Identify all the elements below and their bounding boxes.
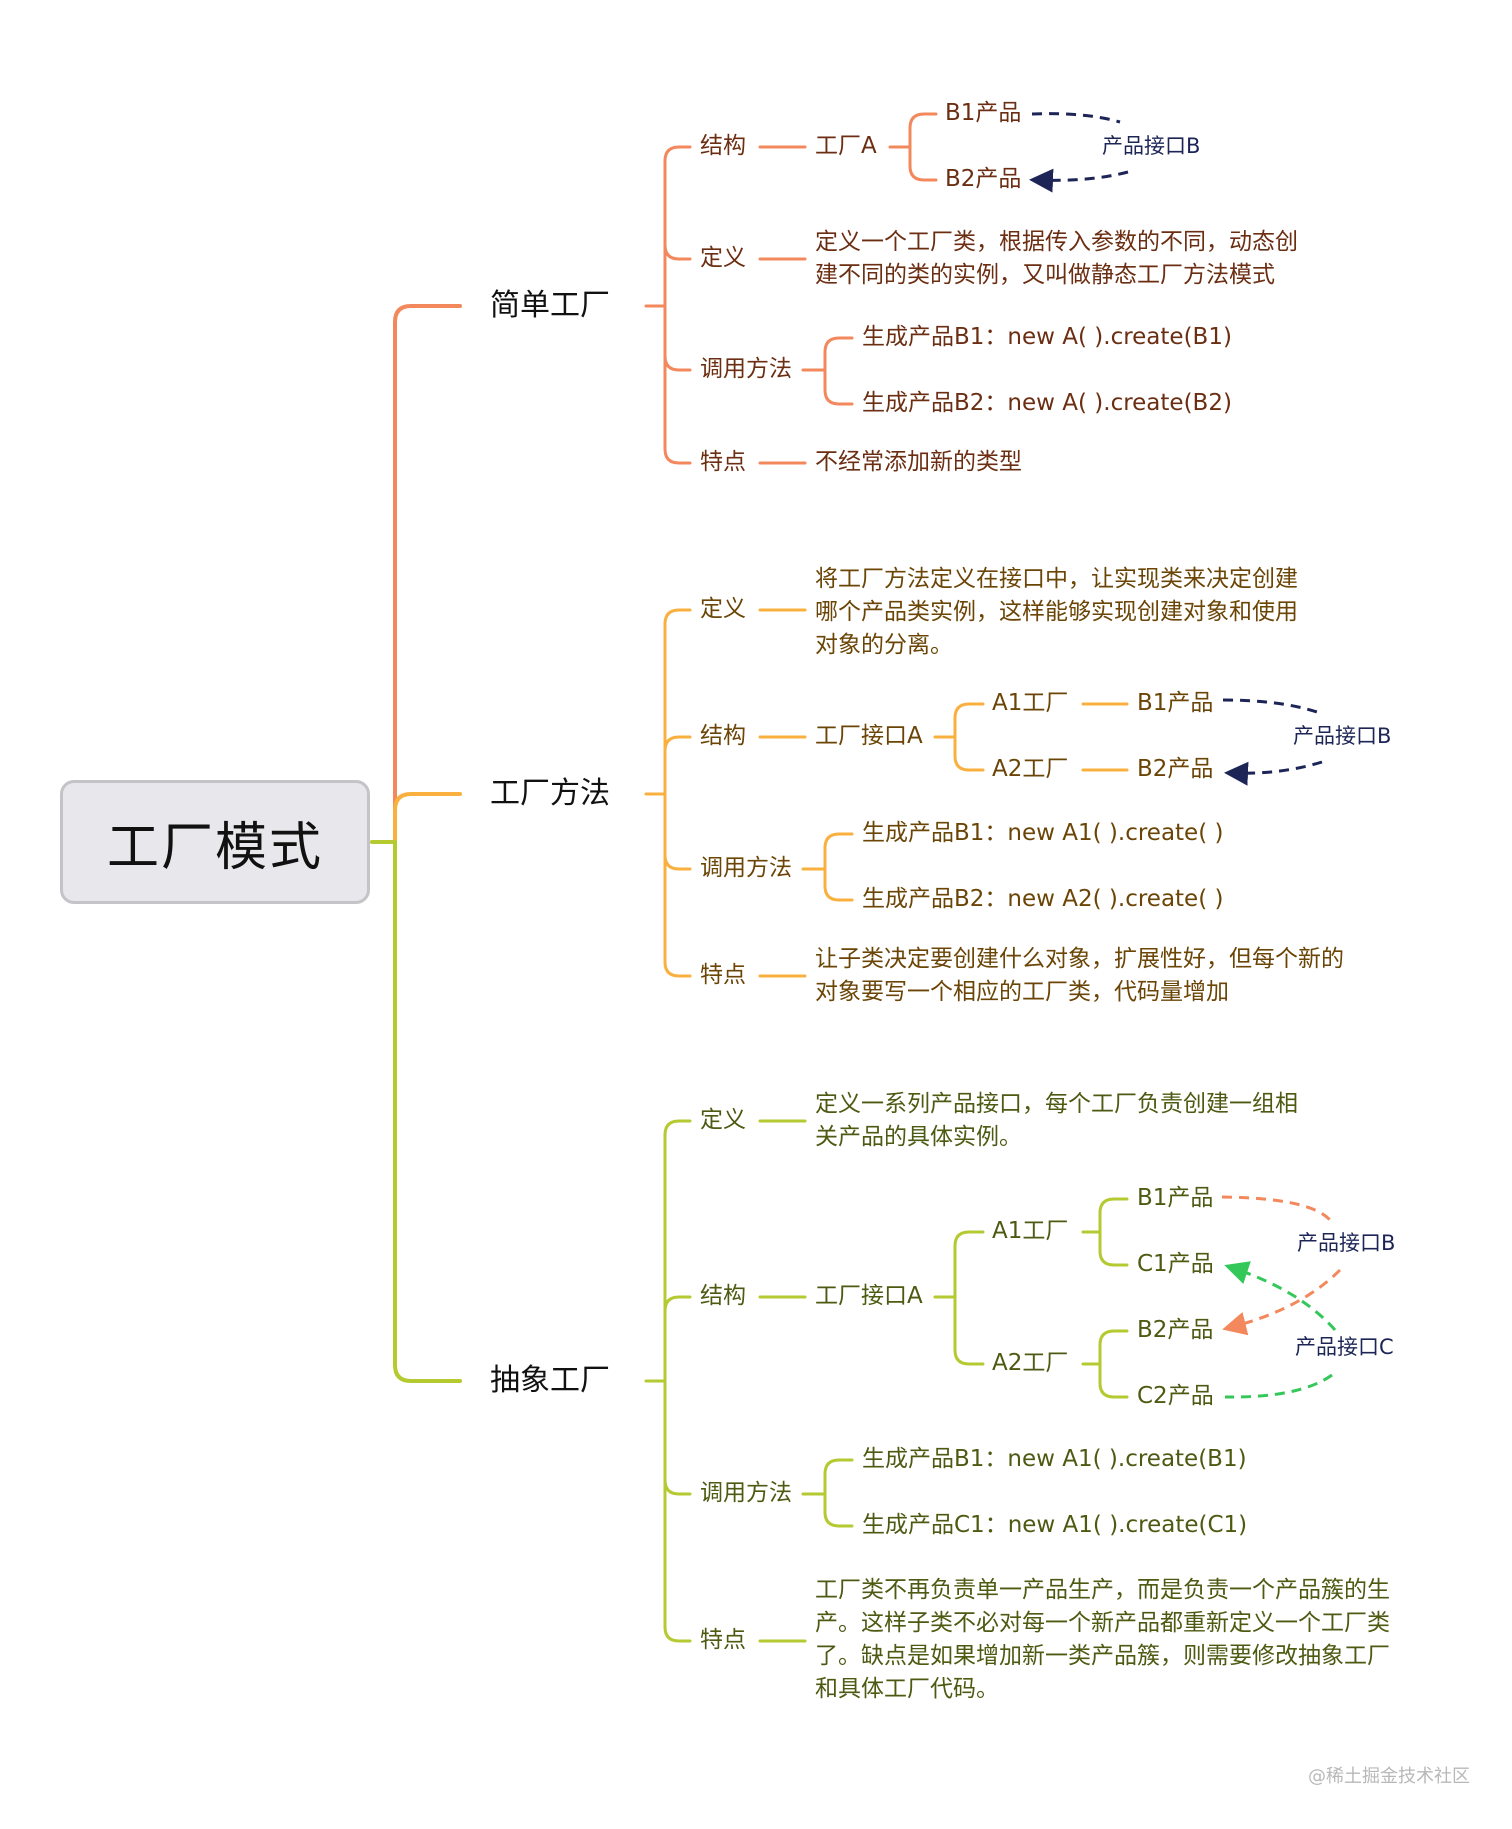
simple-product-b2[interactable]: B2产品 [945, 166, 1022, 192]
topic-factory-method[interactable]: 工厂方法 [490, 776, 610, 811]
root-node[interactable]: 工厂模式 [60, 780, 370, 904]
abstract-feature-line: 了。缺点是如果增加新一类产品簇，则需要修改抽象工厂 [815, 1643, 1390, 1669]
factory-method-connectors [644, 608, 1129, 978]
simple-usage-label[interactable]: 调用方法 [700, 356, 792, 382]
method-definition-line: 哪个产品类实例，这样能够实现创建对象和使用 [815, 599, 1298, 625]
method-factory-interface-a[interactable]: 工厂接口A [815, 723, 923, 749]
method-definition-label[interactable]: 定义 [700, 596, 746, 622]
abstract-definition-line: 关产品的具体实例。 [815, 1124, 1022, 1150]
abstract-usage-label[interactable]: 调用方法 [700, 1480, 792, 1506]
abstract-factory-interface-a[interactable]: 工厂接口A [815, 1283, 923, 1309]
method-definition-line: 对象的分离。 [815, 632, 953, 658]
simple-structure-label[interactable]: 结构 [700, 133, 746, 159]
simple-feature-text[interactable]: 不经常添加新的类型 [815, 449, 1022, 475]
simple-usage-item[interactable]: 生成产品B2：new A( ).create(B2) [862, 390, 1232, 416]
abstract-definition-text[interactable]: 定义一系列产品接口，每个工厂负责创建一组相 关产品的具体实例。 [815, 1088, 1298, 1154]
method-definition-line: 将工厂方法定义在接口中，让实现类来决定创建 [815, 566, 1298, 592]
method-usage-item[interactable]: 生成产品B2：new A2( ).create( ) [862, 886, 1224, 912]
method-feature-line: 让子类决定要创建什么对象，扩展性好，但每个新的 [815, 946, 1344, 972]
simple-feature-label[interactable]: 特点 [700, 449, 746, 475]
simple-definition-text[interactable]: 定义一个工厂类，根据传入参数的不同，动态创 建不同的类的实例，又叫做静态工厂方法… [815, 226, 1298, 292]
simple-product-b1[interactable]: B1产品 [945, 100, 1022, 126]
method-feature-line: 对象要写一个相应的工厂类，代码量增加 [815, 979, 1229, 1005]
method-factory-a1[interactable]: A1工厂 [992, 690, 1069, 716]
simple-usage-item[interactable]: 生成产品B1：new A( ).create(B1) [862, 324, 1232, 350]
abstract-interface-c[interactable]: 产品接口C [1295, 1335, 1394, 1359]
abstract-interface-b[interactable]: 产品接口B [1297, 1231, 1396, 1255]
abstract-definition-line: 定义一系列产品接口，每个工厂负责创建一组相 [815, 1091, 1298, 1117]
simple-factory-a[interactable]: 工厂A [815, 133, 877, 159]
abstract-feature-text[interactable]: 工厂类不再负责单一产品生产，而是负责一个产品簇的生 产。这样子类不必对每一个新产… [815, 1574, 1390, 1706]
abstract-product-c2[interactable]: C2产品 [1137, 1383, 1214, 1409]
abstract-feature-line: 产。这样子类不必对每一个新产品都重新定义一个工厂类 [815, 1610, 1390, 1636]
abstract-usage-item[interactable]: 生成产品C1：new A1( ).create(C1) [862, 1512, 1248, 1538]
method-product-b1[interactable]: B1产品 [1137, 690, 1214, 716]
abstract-feature-label[interactable]: 特点 [700, 1627, 746, 1653]
root-connectors [370, 304, 462, 1383]
abstract-feature-line: 工厂类不再负责单一产品生产，而是负责一个产品簇的生 [815, 1577, 1390, 1603]
method-interface-b[interactable]: 产品接口B [1293, 724, 1392, 748]
abstract-definition-label[interactable]: 定义 [700, 1107, 746, 1133]
method-definition-text[interactable]: 将工厂方法定义在接口中，让实现类来决定创建 哪个产品类实例，这样能够实现创建对象… [815, 563, 1298, 662]
abstract-product-b2[interactable]: B2产品 [1137, 1317, 1214, 1343]
abstract-factory-a2[interactable]: A2工厂 [992, 1350, 1069, 1376]
abstract-factory-connectors [644, 1119, 1129, 1643]
method-product-b2[interactable]: B2产品 [1137, 756, 1214, 782]
method-structure-label[interactable]: 结构 [700, 723, 746, 749]
abstract-factory-a1[interactable]: A1工厂 [992, 1218, 1069, 1244]
abstract-feature-line: 和具体工厂代码。 [815, 1676, 999, 1702]
method-feature-text[interactable]: 让子类决定要创建什么对象，扩展性好，但每个新的 对象要写一个相应的工厂类，代码量… [815, 943, 1344, 1009]
simple-interface-b[interactable]: 产品接口B [1102, 134, 1201, 158]
method-usage-item[interactable]: 生成产品B1：new A1( ).create( ) [862, 820, 1224, 846]
method-feature-label[interactable]: 特点 [700, 962, 746, 988]
root-label: 工厂模式 [106, 817, 323, 878]
abstract-usage-item[interactable]: 生成产品B1：new A1( ).create(B1) [862, 1446, 1247, 1472]
topic-simple-factory[interactable]: 简单工厂 [490, 288, 610, 323]
abstract-structure-label[interactable]: 结构 [700, 1283, 746, 1309]
method-usage-label[interactable]: 调用方法 [700, 855, 792, 881]
method-factory-a2[interactable]: A2工厂 [992, 756, 1069, 782]
abstract-interface-arrows [1221, 1195, 1342, 1399]
simple-interface-arrows [1029, 112, 1129, 193]
simple-definition-label[interactable]: 定义 [700, 245, 746, 271]
simple-factory-connectors [644, 112, 938, 465]
abstract-product-c1[interactable]: C1产品 [1137, 1251, 1214, 1277]
simple-definition-line: 定义一个工厂类，根据传入参数的不同，动态创 [815, 229, 1298, 255]
watermark: @稀土掘金技术社区 [1308, 1766, 1470, 1787]
simple-definition-line: 建不同的类的实例，又叫做静态工厂方法模式 [815, 262, 1275, 288]
topic-abstract-factory[interactable]: 抽象工厂 [490, 1363, 610, 1398]
method-interface-arrows [1222, 698, 1323, 786]
abstract-product-b1[interactable]: B1产品 [1137, 1185, 1214, 1211]
